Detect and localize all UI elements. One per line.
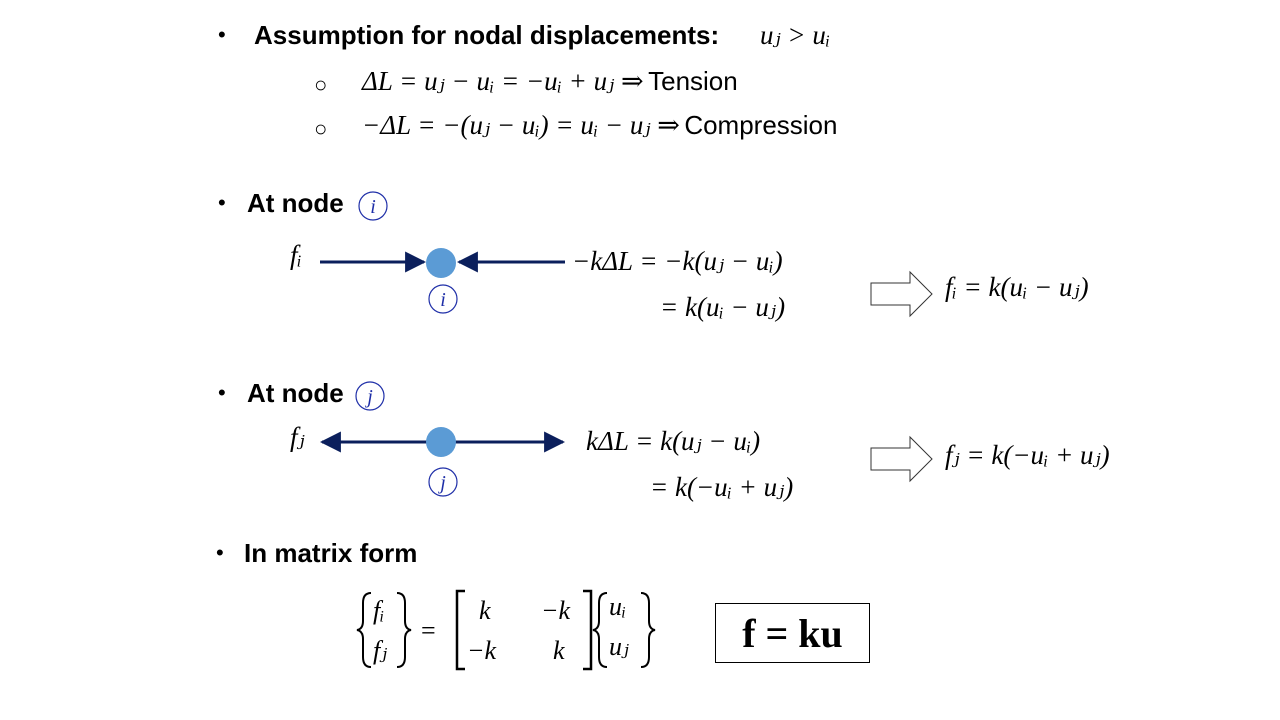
sub-bullet: ○ — [314, 72, 328, 97]
svg-text:j: j — [364, 386, 373, 408]
compact-form-equation: f = ku — [742, 610, 843, 656]
svg-text:i: i — [370, 196, 376, 218]
k-22: k — [553, 636, 565, 665]
k-11: k — [479, 596, 491, 625]
node-j-equation-1: kΔL = k(uⱼ − uᵢ) — [586, 426, 761, 456]
node-j-equation-2: = k(−uᵢ + uⱼ) — [650, 472, 794, 502]
node-j-heading: At node — [247, 378, 344, 408]
matrix-heading: In matrix form — [244, 538, 418, 568]
bullet-dot: • — [218, 380, 226, 405]
bullet-dot: • — [218, 190, 226, 215]
node-j-dot — [426, 427, 456, 457]
svg-text:j: j — [437, 472, 446, 494]
node-i-dot — [426, 248, 456, 278]
bullet-dot: • — [216, 540, 224, 565]
node-i-result: fᵢ = k(uᵢ − uⱼ) — [945, 272, 1089, 302]
compression-equation: −ΔL = −(uⱼ − uᵢ) = uᵢ − uⱼ ⇒ — [362, 110, 680, 140]
lhs-fj: fⱼ — [373, 636, 387, 665]
compact-form-box: f = ku — [715, 603, 870, 663]
svg-text:i: i — [440, 289, 446, 311]
assumption-equation: uⱼ > uᵢ — [760, 20, 831, 50]
node-j-result: fⱼ = k(−uᵢ + uⱼ) — [945, 440, 1110, 470]
node-i-heading-circle: i — [358, 191, 388, 221]
tension-equation: ΔL = uⱼ − uᵢ = −uᵢ + uⱼ ⇒ — [362, 66, 644, 96]
implies-arrow-i — [870, 270, 933, 318]
tension-word: Tension — [648, 66, 738, 96]
implies-arrow-j — [870, 435, 933, 483]
lhs-fi: fᵢ — [373, 596, 384, 625]
compression-line: −ΔL = −(uⱼ − uᵢ) = uᵢ − uⱼ ⇒ Compression — [362, 110, 837, 141]
compression-word: Compression — [684, 110, 838, 140]
force-label-fj: fⱼ — [290, 422, 305, 452]
node-j-label-circle: j — [428, 467, 458, 497]
node-j-heading-circle: j — [355, 381, 385, 411]
sub-bullet: ○ — [314, 116, 328, 141]
matrix-equation: fᵢ fⱼ = k −k −k k uᵢ uⱼ — [356, 589, 656, 671]
k-21: −k — [467, 636, 497, 665]
k-12: −k — [541, 596, 571, 625]
bullet-dot: • — [218, 22, 226, 47]
node-i-equation-1: −kΔL = −k(uⱼ − uᵢ) — [572, 246, 783, 276]
node-i-heading: At node — [247, 188, 344, 218]
assumption-heading: Assumption for nodal displacements: — [254, 20, 720, 50]
tension-line: ΔL = uⱼ − uᵢ = −uᵢ + uⱼ ⇒ Tension — [362, 66, 738, 97]
node-i-label-circle: i — [428, 284, 458, 314]
node-i-equation-2: = k(uᵢ − uⱼ) — [660, 292, 786, 322]
matrix-equals: = — [421, 616, 436, 645]
rhs-uj: uⱼ — [609, 632, 629, 661]
rhs-ui: uᵢ — [609, 592, 626, 621]
force-label-fi: fᵢ — [290, 240, 302, 270]
